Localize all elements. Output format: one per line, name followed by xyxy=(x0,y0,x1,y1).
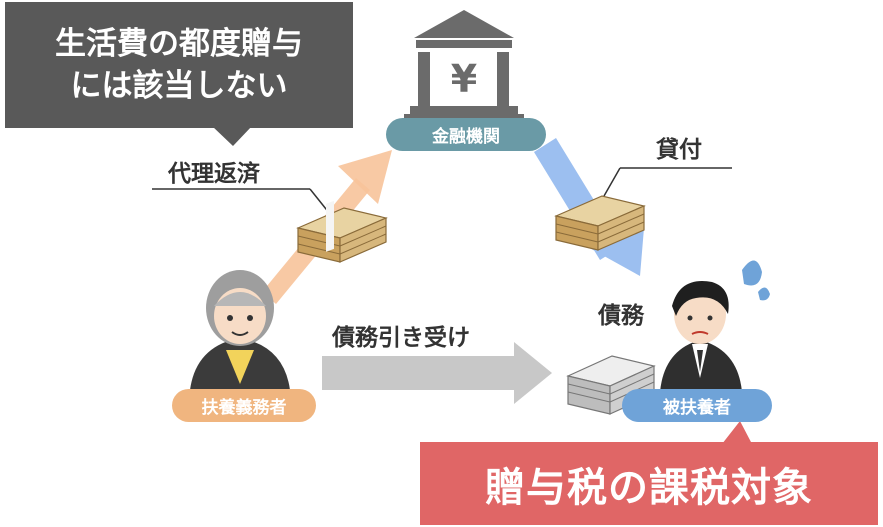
dependent-label: 被扶養者 xyxy=(622,389,772,422)
yen-symbol: ¥ xyxy=(451,57,477,101)
debt-assumption-label: 債務引き受け xyxy=(332,325,470,351)
proxy-repayment-label: 代理返済 xyxy=(168,161,260,187)
callout-tail-dark xyxy=(212,126,252,146)
callout-not-gift-line2: には該当しない xyxy=(70,68,288,104)
bank-icon: ¥ xyxy=(404,10,524,120)
gray-arrow-debt-assumption xyxy=(322,342,552,404)
debt-label: 債務 xyxy=(598,303,644,329)
money-stack-icon xyxy=(554,195,646,251)
guarantor-label: 扶養義務者 xyxy=(172,389,316,422)
money-stack-icon xyxy=(296,200,388,263)
sweat-drop-icon xyxy=(742,260,770,301)
bank-label: 金融機関 xyxy=(386,118,546,151)
callout-gift-tax: 贈与税の課税対象 xyxy=(420,442,878,525)
callout-tail-red xyxy=(722,421,752,444)
callout-not-gift-line1: 生活費の都度贈与 xyxy=(55,26,303,62)
callout-not-gift: 生活費の都度贈与 には該当しない xyxy=(5,2,353,128)
young-man-icon xyxy=(660,281,742,392)
loan-label-leader xyxy=(603,167,621,197)
loan-label: 貸付 xyxy=(656,137,702,163)
elderly-person-icon xyxy=(190,270,290,390)
